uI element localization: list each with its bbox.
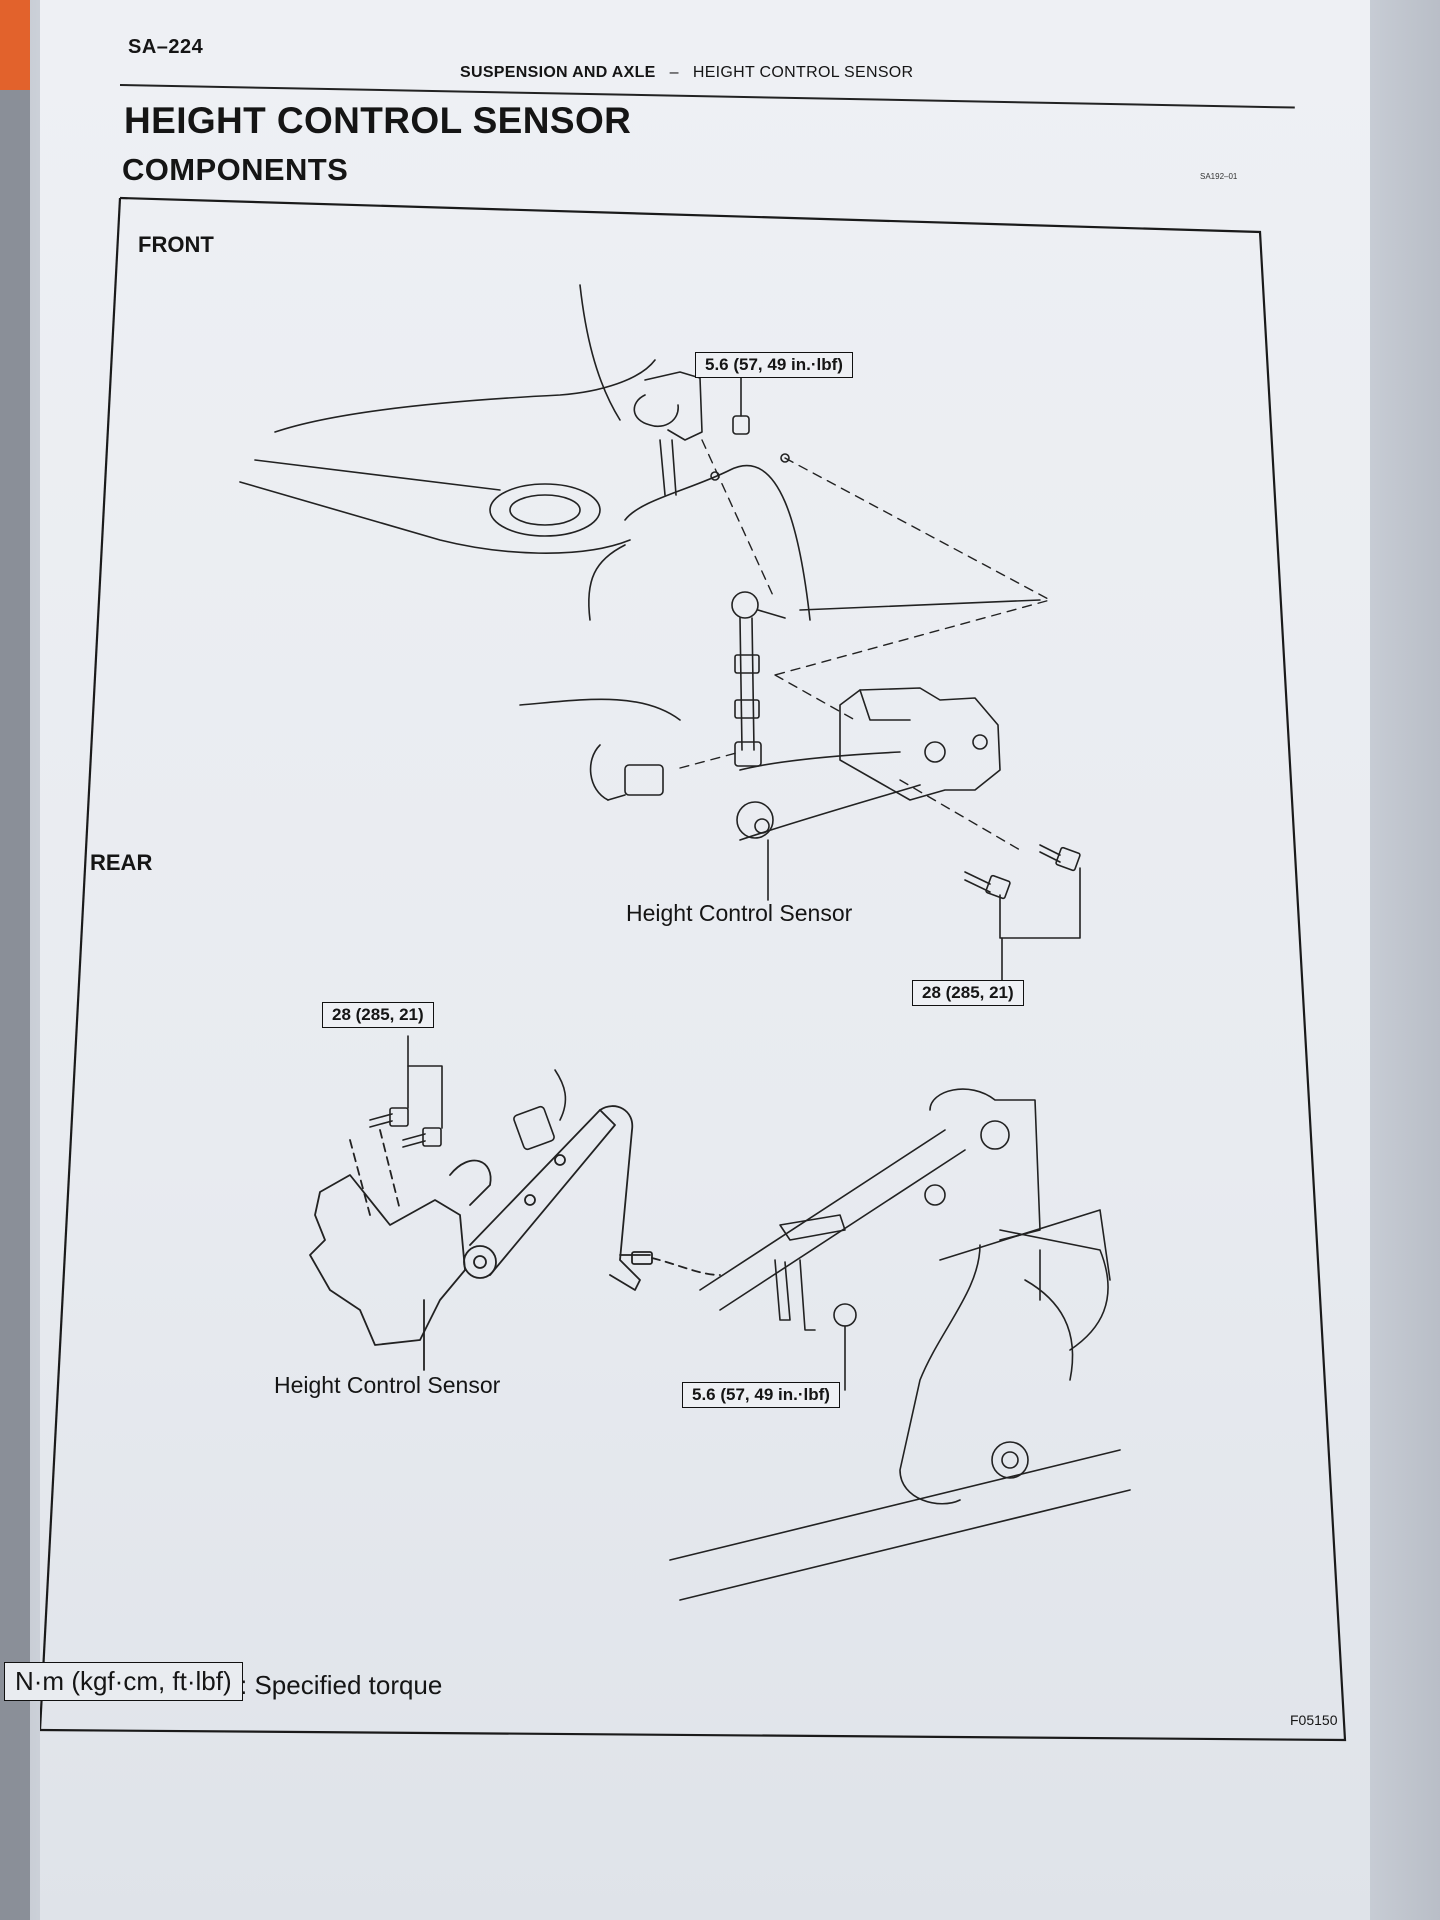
page-title: HEIGHT CONTROL SENSOR xyxy=(124,100,632,141)
torque-front-bolts: 28 (285, 21) xyxy=(912,980,1024,1006)
front-link-rod xyxy=(731,591,786,767)
header-section: SUSPENSION AND AXLE xyxy=(460,64,656,81)
rear-arm xyxy=(469,1105,721,1291)
front-bolts xyxy=(964,844,1081,981)
torque-units-legend: N·m (kgf·cm, ft·lbf) xyxy=(4,1662,243,1701)
front-connector xyxy=(589,744,664,801)
front-sensor-callout: Height Control Sensor xyxy=(626,900,853,926)
rear-connector xyxy=(513,1069,567,1151)
header-topic: HEIGHT CONTROL SENSOR xyxy=(692,64,914,81)
rear-sensor-callout: Height Control Sensor xyxy=(274,1372,501,1398)
running-header: SUSPENSION AND AXLE–HEIGHT CONTROL SENSO… xyxy=(460,64,913,82)
figure-code: SA192–01 xyxy=(1200,172,1238,181)
torque-rear-bolts: 28 (285, 21) xyxy=(322,1002,434,1028)
front-dashed-guides xyxy=(679,439,1051,851)
torque-front-top: 5.6 (57, 49 in.·lbf) xyxy=(695,352,853,378)
manual-page: SA–224 SUSPENSION AND AXLE–HEIGHT CONTRO… xyxy=(4,0,1370,1920)
figure-number: F05150 xyxy=(1290,1712,1338,1728)
front-label: FRONT xyxy=(138,232,214,257)
torque-rear-nut: 5.6 (57, 49 in.·lbf) xyxy=(682,1382,840,1408)
header-separator: – xyxy=(669,64,679,81)
rear-chassis xyxy=(669,1088,1131,1601)
rear-bolts xyxy=(369,1035,443,1148)
rear-sensor-body xyxy=(309,1129,497,1371)
front-body-panel xyxy=(239,284,1041,721)
page-number: SA–224 xyxy=(128,36,204,58)
front-upper-bracket xyxy=(633,359,790,496)
rear-label: REAR xyxy=(90,850,153,875)
legend-meaning: : Specified torque xyxy=(240,1670,443,1700)
components-drawing xyxy=(239,284,1131,1601)
front-sensor-body xyxy=(736,687,1001,901)
section-subtitle: COMPONENTS xyxy=(122,152,349,187)
